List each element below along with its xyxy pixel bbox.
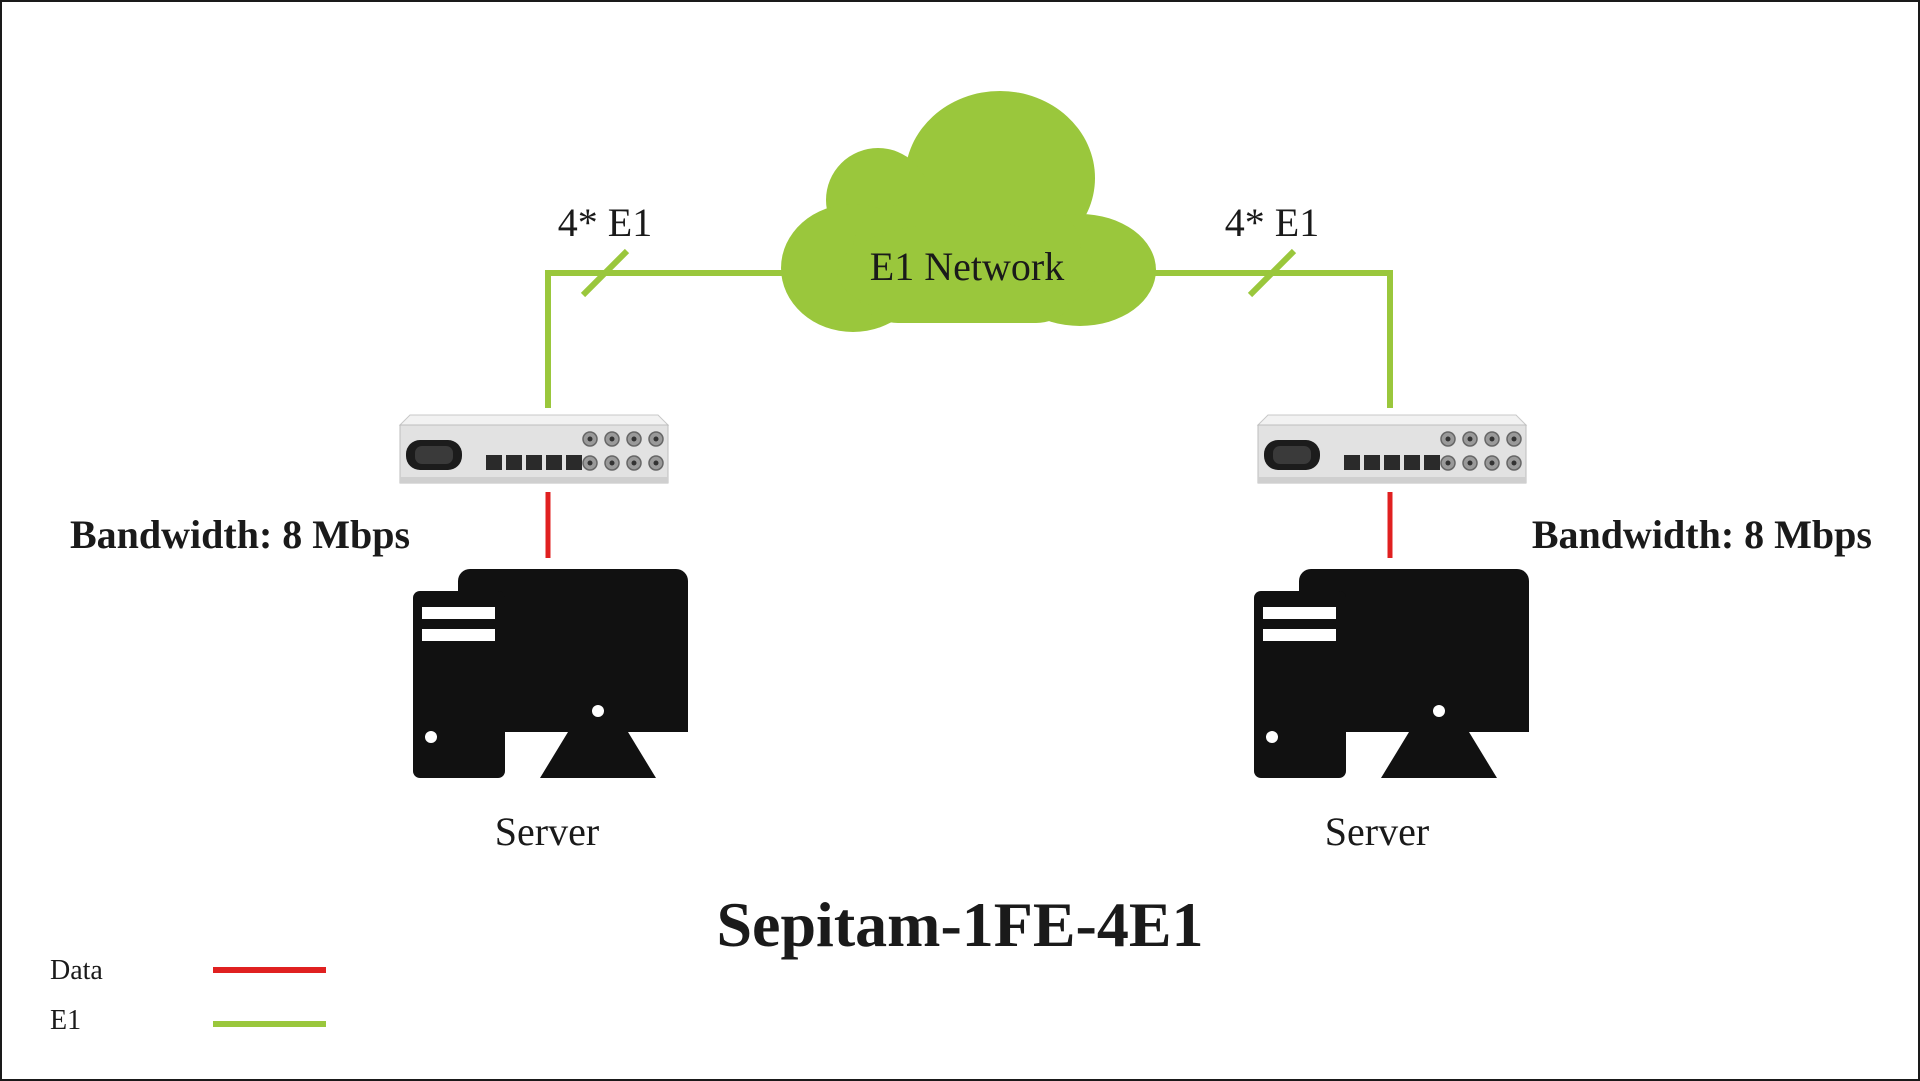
- server-label-left: Server: [495, 809, 599, 854]
- e1-link-left: [545, 248, 785, 408]
- link-label-right: 4* E1: [1225, 200, 1319, 245]
- e1-converter-device-icon: [399, 414, 669, 484]
- computer-icon: [1254, 569, 1529, 778]
- bandwidth-label-left: Bandwidth: 8 Mbps: [70, 512, 410, 557]
- e1-link-right: [1154, 248, 1393, 408]
- computer-icon: [413, 569, 688, 778]
- legend-label-data: Data: [50, 955, 103, 986]
- link-label-left: 4* E1: [558, 200, 652, 245]
- cloud-icon: [781, 91, 1156, 332]
- legend: Data E1: [50, 955, 326, 1036]
- e1-converter-device-icon: [1257, 414, 1527, 484]
- cloud-label: E1 Network: [870, 244, 1064, 289]
- diagram-title: Sepitam-1FE-4E1: [716, 889, 1203, 960]
- legend-label-e1: E1: [50, 1005, 81, 1036]
- server-label-right: Server: [1325, 809, 1429, 854]
- bandwidth-label-right: Bandwidth: 8 Mbps: [1532, 512, 1872, 557]
